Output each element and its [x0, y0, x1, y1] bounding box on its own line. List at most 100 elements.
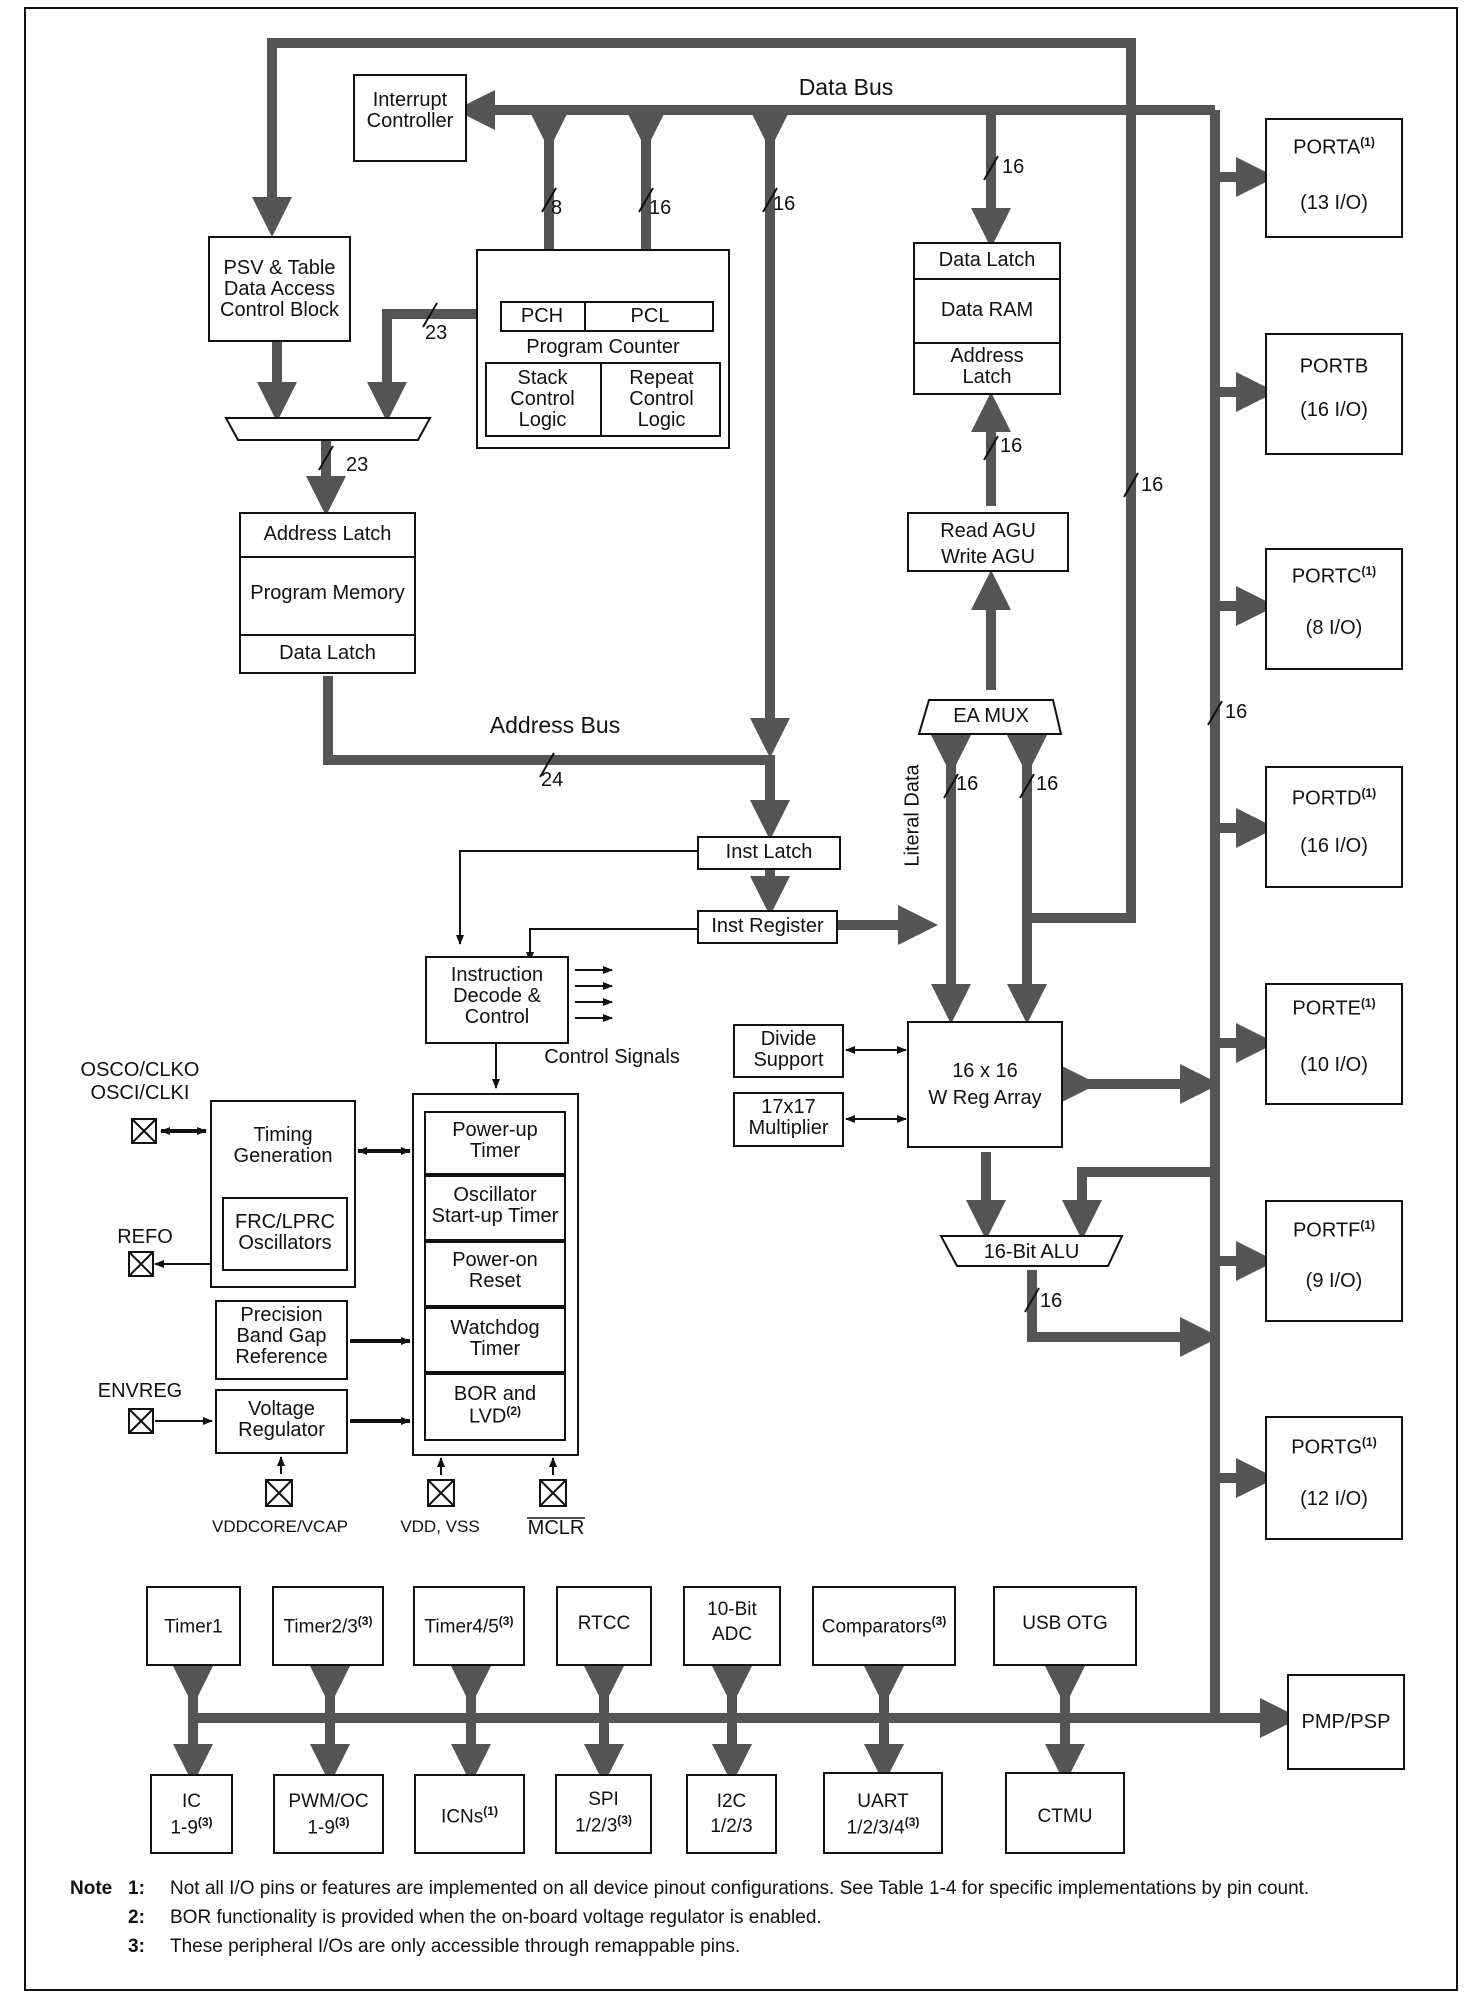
bor-lvd-note: (2)	[506, 1404, 522, 1418]
data-ram-block	[913, 242, 1061, 395]
comparators-text: Comparators	[821, 1616, 932, 1638]
pwm-oc	[273, 1774, 384, 1854]
alu-label: 16-Bit ALU	[983, 1241, 1080, 1263]
pm-address-latch-label: Address Latch	[263, 523, 392, 545]
watchdog-timer-label: Watchdog Timer	[450, 1317, 540, 1360]
vddcore-vcap-pin-label: VDDCORE/VCAP	[211, 1517, 349, 1536]
stack-control-label: Stack Control Logic	[510, 367, 575, 431]
stack-repeat-divider	[600, 362, 602, 437]
voltage-regulator	[215, 1389, 348, 1454]
port-b-label: PORTB	[1299, 355, 1369, 378]
port-f-name: PORTF(1)	[1265, 1219, 1403, 1242]
pwm-oc-line2: 1-9	[307, 1817, 335, 1839]
port-f-io: (9 I/O)	[1305, 1270, 1363, 1292]
agu-block	[907, 512, 1069, 572]
timer1-text: Timer1	[164, 1616, 223, 1638]
port-e	[1265, 983, 1403, 1105]
icns-note: (1)	[483, 1804, 498, 1818]
comparators	[812, 1586, 956, 1666]
timer2-3-text: Timer2/3	[283, 1616, 358, 1638]
divider	[239, 556, 416, 558]
i2c-line1: I2C	[716, 1791, 747, 1812]
port-c-note: (1)	[1361, 564, 1377, 578]
w-reg-array	[907, 1021, 1063, 1148]
interrupt-controller-label: Interrupt Controller	[366, 89, 454, 132]
address-bus-label: Address Bus	[489, 712, 621, 738]
port-d	[1265, 766, 1403, 888]
port-c-label: PORTC	[1291, 565, 1362, 588]
uart	[823, 1772, 943, 1854]
mclr-pin-label: MCLR	[527, 1517, 585, 1539]
note-number: 1:	[128, 1877, 145, 1899]
interrupt-controller	[353, 74, 467, 162]
pch-pcl-register	[500, 301, 714, 332]
ic-line2: 1-9	[170, 1817, 198, 1839]
port-g	[1265, 1416, 1403, 1540]
timer1-label: Timer1	[146, 1615, 241, 1637]
spi-line2: 1/2/3	[575, 1815, 618, 1837]
pch-label: PCH	[520, 305, 564, 327]
bus-width-16: 16	[1002, 156, 1025, 178]
icns-label: ICNs(1)	[414, 1805, 525, 1827]
instruction-decode-label: Instruction Decode & Control	[450, 964, 544, 1028]
bus-width-16: 16	[1036, 773, 1059, 795]
bus-width-16: 16	[1141, 474, 1164, 496]
program-memory-block	[239, 512, 416, 674]
refo-pin-label: REFO	[117, 1226, 173, 1248]
program-memory-label: Program Memory	[250, 582, 405, 604]
psv-table-label: PSV & Table Data Access Control Block	[220, 257, 339, 321]
note-text: Not all I/O pins or features are impleme…	[170, 1877, 1310, 1899]
divider	[913, 342, 1061, 344]
note-text: BOR functionality is provided when the o…	[170, 1906, 822, 1928]
bus-width-16: 16	[1000, 435, 1023, 457]
power-on-reset-label: Power-on Reset	[452, 1249, 538, 1292]
port-c-name: PORTC(1)	[1265, 565, 1403, 588]
ram-address-latch-label: Address Latch	[950, 345, 1024, 388]
timer4-5-text: Timer4/5	[424, 1616, 499, 1638]
osci-clki-pin-label: OSCI/CLKI	[90, 1082, 190, 1104]
ic-line1: IC	[182, 1791, 201, 1812]
port-a-label: PORTA	[1293, 136, 1361, 159]
port-a	[1265, 118, 1403, 238]
bus-width-24: 24	[541, 769, 564, 791]
note-text: These peripheral I/Os are only accessibl…	[170, 1935, 741, 1957]
repeat-control-label: Repeat Control Logic	[629, 367, 694, 431]
i2c	[686, 1774, 777, 1854]
port-e-note: (1)	[1360, 996, 1376, 1010]
port-d-io: (16 I/O)	[1300, 835, 1368, 857]
vdd-vss-pin-label: VDD, VSS	[400, 1517, 480, 1536]
port-d-label: PORTD	[1291, 787, 1362, 810]
w-reg-array-label: 16 x 16 W Reg Array	[928, 1060, 1042, 1109]
inst-register	[697, 910, 838, 944]
envreg-pin-label: ENVREG	[97, 1380, 183, 1402]
spi	[555, 1774, 652, 1854]
bus-width-16: 16	[1040, 1290, 1063, 1312]
timer4-5-label: Timer4/5(3)	[413, 1615, 525, 1637]
note-heading: Note	[70, 1877, 113, 1899]
multiplier-label: 17x17 Multiplier	[748, 1096, 829, 1139]
port-f-label: PORTF	[1292, 1219, 1361, 1242]
port-b-name: PORTB	[1265, 355, 1403, 378]
bor-lvd-label: BOR and LVD(2)	[424, 1384, 566, 1428]
usb-otg-label: USB OTG	[1022, 1613, 1108, 1634]
pwm-oc-note: (3)	[334, 1814, 350, 1829]
icns	[414, 1774, 525, 1854]
rtcc	[556, 1586, 652, 1666]
note-row: 3: These peripheral I/Os are only access…	[70, 1932, 1450, 1961]
note-number: 2:	[128, 1906, 145, 1928]
timer4-5	[413, 1586, 525, 1666]
note-row: Note 1: Not all I/O pins or features are…	[70, 1874, 1450, 1903]
port-g-note: (1)	[1362, 1435, 1377, 1449]
agu-label: Read AGU Write AGU	[940, 520, 1036, 568]
port-g-name: PORTG(1)	[1265, 1436, 1403, 1459]
port-d-note: (1)	[1361, 786, 1377, 800]
literal-data-label: Literal Data	[901, 764, 924, 867]
timing-generation-label: Timing Generation	[233, 1124, 333, 1167]
precision-bandgap-label: Precision Band Gap Reference	[235, 1304, 328, 1368]
icns-text: ICNs	[441, 1806, 484, 1828]
pch-pcl-divider	[584, 301, 586, 332]
pmp-psp-label: PMP/PSP	[1301, 1711, 1391, 1733]
